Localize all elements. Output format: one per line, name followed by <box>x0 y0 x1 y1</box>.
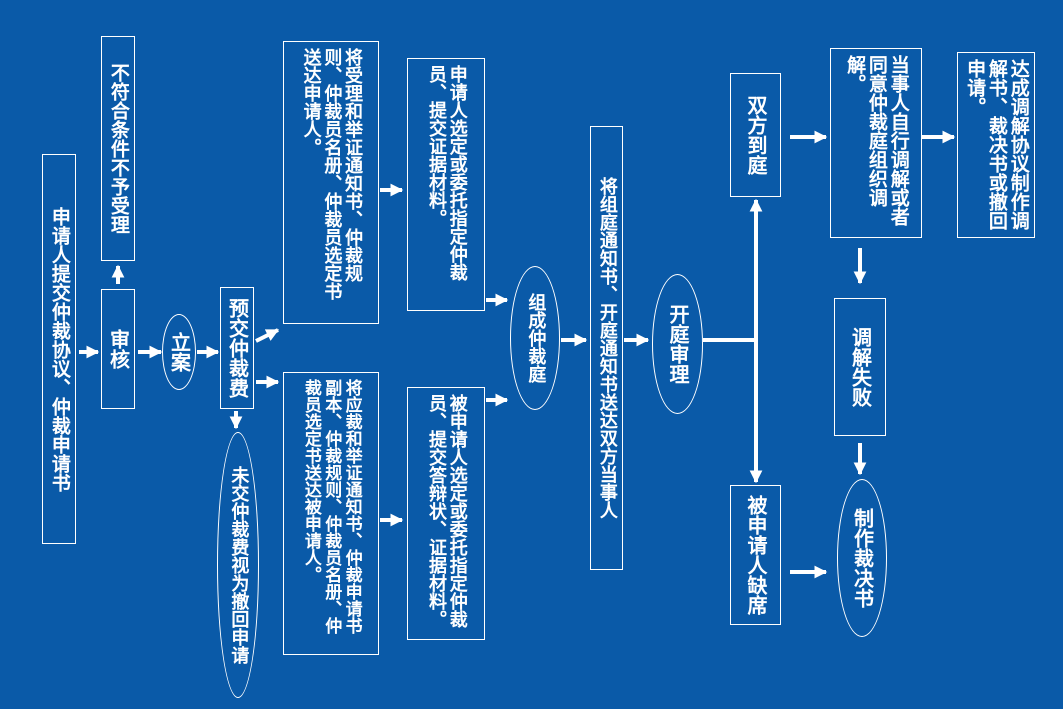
apply-node: 申请人提交仲裁协议、仲裁申请书 <box>42 154 76 544</box>
form-tribunal-node: 组成仲裁庭 <box>510 266 560 410</box>
prepay-node: 预交仲裁费 <box>220 287 254 409</box>
notice-claimant-node: 将受理和举证通知书、仲裁规则、仲裁员名册、仲裁员选定书送达申请人。 <box>283 41 379 324</box>
unpaid-node: 未交仲裁费视为撤回申请 <box>217 432 259 698</box>
file-node: 立案 <box>162 314 196 390</box>
reject-node: 不符合条件不予受理 <box>101 36 135 261</box>
claimant-select-node: 申请人选定或委托指定仲裁员、提交证据材料。 <box>407 58 485 311</box>
respondent-absent-node: 被申请人缺席 <box>730 485 781 625</box>
send-notice-node: 将组庭通知书、开庭通知书送达双方当事人 <box>590 126 623 570</box>
mediation-fail-node: 调解失败 <box>834 298 886 436</box>
both-present-node: 双方到庭 <box>730 73 781 197</box>
review-node: 审核 <box>101 289 135 409</box>
settlement-node: 达成调解协议制作调解书、裁决书或撤回申请。 <box>957 52 1035 238</box>
award-node: 制作裁决书 <box>837 479 887 637</box>
respondent-select-node: 被申请人选定或委托指定仲裁员、提交答辩状、证据材料。 <box>407 387 485 640</box>
hearing-node: 开庭审理 <box>652 274 703 414</box>
notice-respondent-node: 将应裁和举证通知书、仲裁申请书副本、仲裁规则、仲裁员名册、仲裁员选定书送达被申请… <box>283 372 379 655</box>
self-mediation-node: 当事人自行调解或者同意仲裁庭组织调解。 <box>830 48 922 238</box>
arrow-prepay-to-notice-claimant <box>255 328 280 343</box>
